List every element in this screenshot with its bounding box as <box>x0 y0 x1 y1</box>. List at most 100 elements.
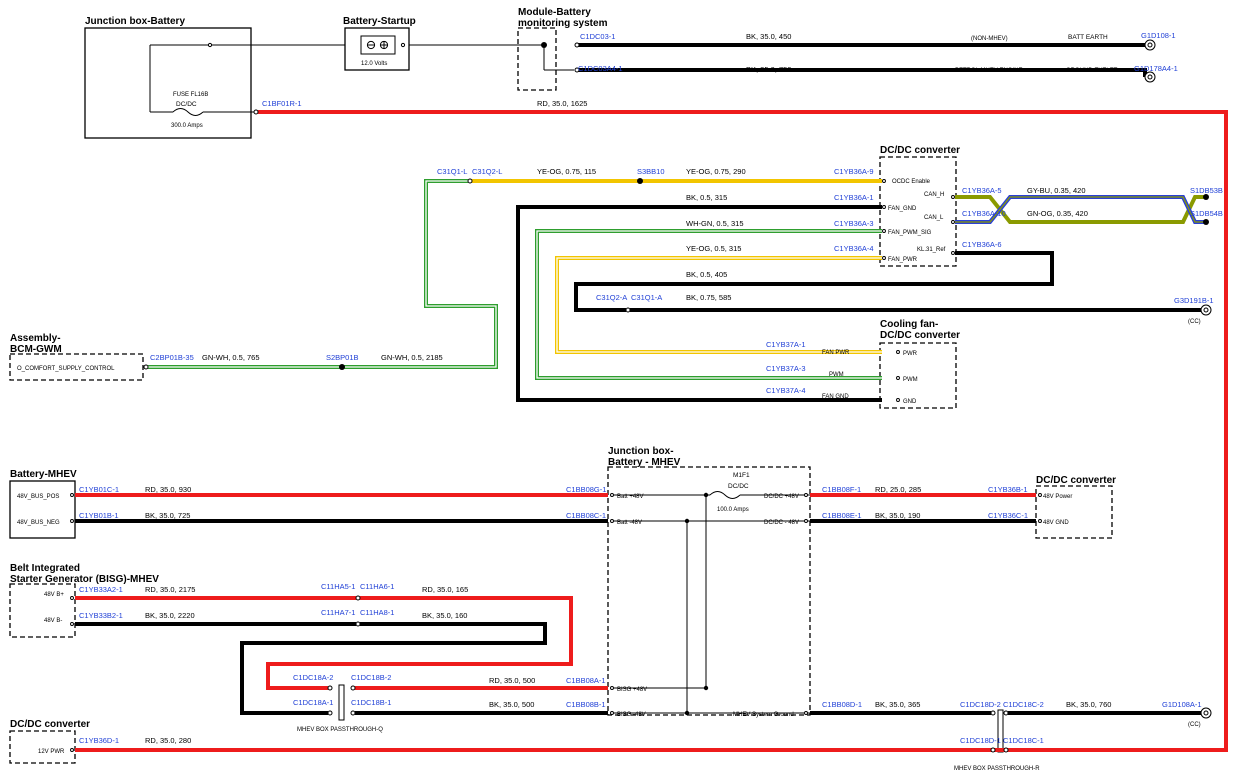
wire-w450: BK, 35.0, 450 <box>746 32 791 41</box>
battery-volts-label: 12.0 Volts <box>361 61 387 67</box>
jb-mhev-title-1: Junction box- <box>608 446 674 457</box>
conn-c1dc18c2: C1DC18C-2 <box>1003 700 1044 709</box>
pin-fan-pwr-wire: FAN PWR <box>822 350 850 356</box>
wire-spec-labels: BK, 35.0, 450 BK, 35.0, 750 RD, 35.0, 16… <box>145 32 1111 745</box>
fuse-amps-label: 300.0 Amps <box>171 123 203 129</box>
passthrough-q-label: MHEV BOX PASSTHROUGH-Q <box>297 727 383 733</box>
conn-g1d108a: G1D108A-1 <box>1162 700 1202 709</box>
conn-c31q1l: C31Q1-L <box>437 167 467 176</box>
module-battery-monitoring-system[interactable] <box>517 27 557 91</box>
wire-w1625: RD, 35.0, 1625 <box>537 99 587 108</box>
wires-layer <box>75 43 1228 752</box>
pin-48v-gnd: 48V GND <box>1043 520 1069 526</box>
dcdc-bottom-title: DC/DC converter <box>10 719 90 730</box>
wire-w290: YE-OG, 0.75, 290 <box>686 167 746 176</box>
conn-c11ha7: C11HA7-1 <box>321 608 355 617</box>
splice-dots <box>339 178 1209 370</box>
passthrough-r-marker <box>997 709 1004 753</box>
wire-w115: YE-OG, 0.75, 115 <box>537 167 596 176</box>
bisg-mhev[interactable] <box>9 583 76 638</box>
conn-c1yb36d: C1YB36D-1 <box>79 736 119 745</box>
non-mhev-label: (NON-MHEV) <box>971 36 1008 42</box>
ground-terminals <box>1144 39 1212 719</box>
fuse-fl16b-label: FUSE FL16B <box>173 92 208 98</box>
conn-c1yb37a4: C1YB37A-4 <box>766 386 806 395</box>
pin-pwm-wire: PWM <box>829 372 844 378</box>
conn-c1yb33a2: C1YB33A2-1 <box>79 585 123 594</box>
wire-kl31-ref[interactable] <box>574 251 1054 312</box>
pin-48v-b-minus: 48V B- <box>44 618 62 624</box>
conn-c1dc18a1: C1DC18A-1 <box>293 698 333 707</box>
dcdc-right-title: DC/DC converter <box>1036 475 1116 486</box>
pin-circles <box>143 42 1009 753</box>
wire-w315bk: BK, 0.5, 315 <box>686 193 727 202</box>
conn-c1yb37a1: C1YB37A-1 <box>766 340 806 349</box>
junction-box-battery-mhev[interactable] <box>607 466 811 716</box>
conn-c1dc18b2: C1DC18B-2 <box>351 673 391 682</box>
conn-c11ha8: C11HA8-1 <box>360 608 394 617</box>
wire-w2185: GN-WH, 0.5, 2185 <box>381 353 443 362</box>
dcdc-converter-bottom[interactable] <box>9 730 76 764</box>
wire-w750: BK, 35.0, 750 <box>746 65 791 74</box>
wire-fan-pwm-sig-stripe <box>536 230 882 379</box>
wire-ground-eyelet[interactable] <box>577 68 1147 77</box>
conn-c1yb01c: C1YB01C-1 <box>79 485 119 494</box>
wire-w315yo: YE-OG, 0.5, 315 <box>686 244 741 253</box>
wire-w765: GN-WH, 0.5, 765 <box>202 353 260 362</box>
pin-comfort-supply: O_COMFORT_SUPPLY_CONTROL <box>17 366 115 372</box>
pin-12v-pwr: 12V PWR <box>38 749 65 755</box>
jb-mhev-title-2: Battery - MHEV <box>608 457 681 468</box>
conn-c1yb01b: C1YB01B-1 <box>79 511 119 520</box>
conn-g3d191b: G3D191B-1 <box>1174 296 1214 305</box>
jb-battery-title: Junction box-Battery <box>85 16 185 27</box>
cooling-title-1: Cooling fan- <box>880 319 938 330</box>
battery-cell-icon <box>360 35 396 55</box>
wire-w365: BK, 35.0, 365 <box>875 700 920 709</box>
pin-mhev-sys-ground: MHEV System Ground <box>733 712 794 718</box>
bcm-title-1: Assembly- <box>10 333 61 344</box>
pin-fan-pwr: FAN_PWR <box>888 257 918 263</box>
m1f1-label: M1F1 <box>733 472 750 479</box>
assembly-bcm-gwm[interactable] <box>9 353 144 381</box>
cooling-title-2: DC/DC converter <box>880 330 960 341</box>
bisg-title-2: Starter Generator (BISG)-MHEV <box>10 574 159 585</box>
wire-w285: RD, 25.0, 285 <box>875 485 921 494</box>
wire-w2175: RD, 35.0, 2175 <box>145 585 195 594</box>
wire-bisg-b-plus-out[interactable] <box>266 596 573 690</box>
wire-bisg-b-minus-out[interactable] <box>240 622 547 715</box>
conn-c31q2l: C31Q2-L <box>472 167 502 176</box>
pin-ocdc-enable: OCDC Enable <box>892 179 931 185</box>
conn-c1yb36a4: C1YB36A-4 <box>834 244 874 253</box>
pin-48v-bus-pos: 48V_BUS_POS <box>17 494 59 500</box>
pin-dcdc-plus48: DC/DC +48V <box>764 494 799 500</box>
wire-dcdc-supply-12v[interactable] <box>75 110 1228 752</box>
connector-labels: C1DC03-1 C1DC03A4-1 G1D108-1 G1D178A4-1 … <box>79 31 1223 745</box>
wire-w420gy: GY-BU, 0.35, 420 <box>1027 186 1086 195</box>
wire-w405: BK, 0.5, 405 <box>686 270 727 279</box>
cooling-fan-dcdc-converter[interactable] <box>879 342 957 409</box>
dcdc-converter-right[interactable] <box>1035 485 1113 539</box>
pin-cf-gnd: GND <box>903 399 917 405</box>
conn-c1dc18d2: C1DC18D-2 <box>960 700 1001 709</box>
wire-fan-gnd[interactable] <box>516 205 882 402</box>
dcdc-converter-top[interactable] <box>879 156 957 267</box>
junction-box-battery[interactable] <box>84 27 252 139</box>
wire-w165: RD, 35.0, 165 <box>422 585 468 594</box>
wire-w160: BK, 35.0, 160 <box>422 611 467 620</box>
wire-w725: BK, 35.0, 725 <box>145 511 190 520</box>
wire-w2220: BK, 35.0, 2220 <box>145 611 195 620</box>
passthrough-r-label: MHEV BOX PASSTHROUGH-R <box>954 766 1040 772</box>
conn-c1yb36a10: C1YB36A-10 <box>962 209 1006 218</box>
battery-mhev[interactable] <box>9 480 76 539</box>
conn-c1bb08b: C1BB08B-1 <box>566 700 606 709</box>
component-titles: Junction box-Battery Battery-Startup Mod… <box>10 7 1116 730</box>
conn-c1bb08f: C1BB08F-1 <box>822 485 861 494</box>
wire-can-h[interactable] <box>955 195 1204 224</box>
battery-startup[interactable] <box>344 27 410 71</box>
wire-ocdc-enable-green[interactable] <box>148 179 498 369</box>
pin-batt-48: Batt +48V <box>617 494 644 500</box>
conn-c1dc18b1: C1DC18B-1 <box>351 698 391 707</box>
wire-w760: BK, 35.0, 760 <box>1066 700 1111 709</box>
pin-fan-gnd-wire: FAN GND <box>822 394 849 400</box>
